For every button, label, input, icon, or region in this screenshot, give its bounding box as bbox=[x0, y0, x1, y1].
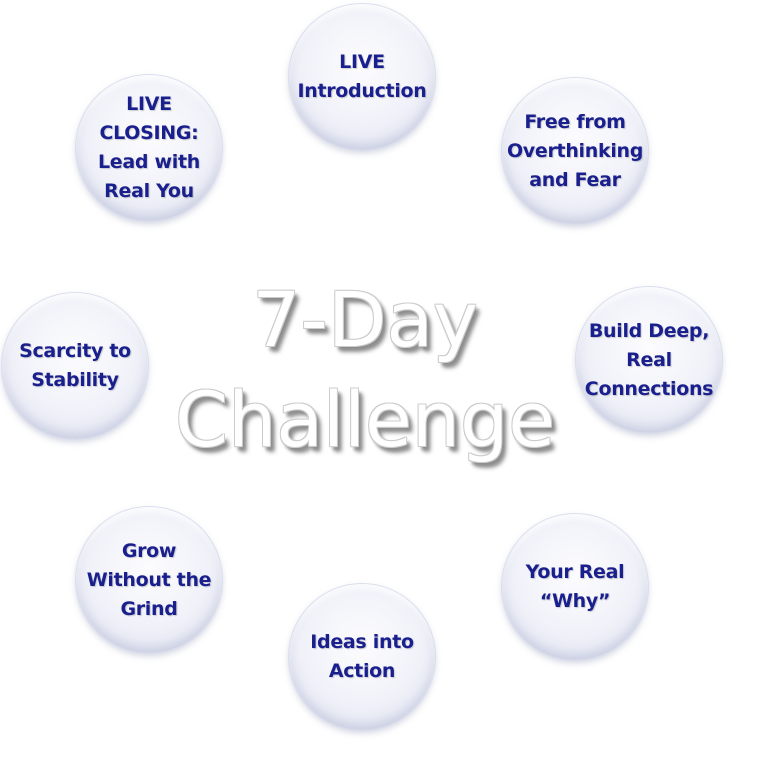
node-label: Grow Without the Grind bbox=[86, 539, 212, 620]
node-scarcity-to-stability: Scarcity to Stability bbox=[2, 293, 148, 439]
node-label: Scarcity to Stability bbox=[19, 340, 131, 391]
node-label: LIVE Introduction bbox=[297, 51, 427, 102]
node-your-real-why: Your Real “Why” bbox=[502, 514, 648, 660]
node-label: LIVE CLOSING: Lead with Real You bbox=[97, 93, 200, 202]
node-grow-without-grind: Grow Without the Grind bbox=[76, 507, 222, 653]
node-label: Free from Overthinking and Fear bbox=[506, 110, 644, 191]
node-ideas-into-action: Ideas into Action bbox=[289, 584, 435, 730]
node-label: Your Real “Why” bbox=[525, 561, 625, 612]
center-title: 7-Day Challenge bbox=[175, 275, 555, 464]
node-free-from-overthinking: Free from Overthinking and Fear bbox=[502, 78, 648, 224]
node-label: Build Deep, Real Connections bbox=[584, 319, 714, 400]
node-live-closing: LIVE CLOSING: Lead with Real You bbox=[76, 75, 222, 221]
node-label: Ideas into Action bbox=[310, 631, 414, 682]
node-live-introduction: LIVE Introduction bbox=[289, 4, 435, 150]
node-build-deep-connections: Build Deep, Real Connections bbox=[576, 287, 722, 433]
